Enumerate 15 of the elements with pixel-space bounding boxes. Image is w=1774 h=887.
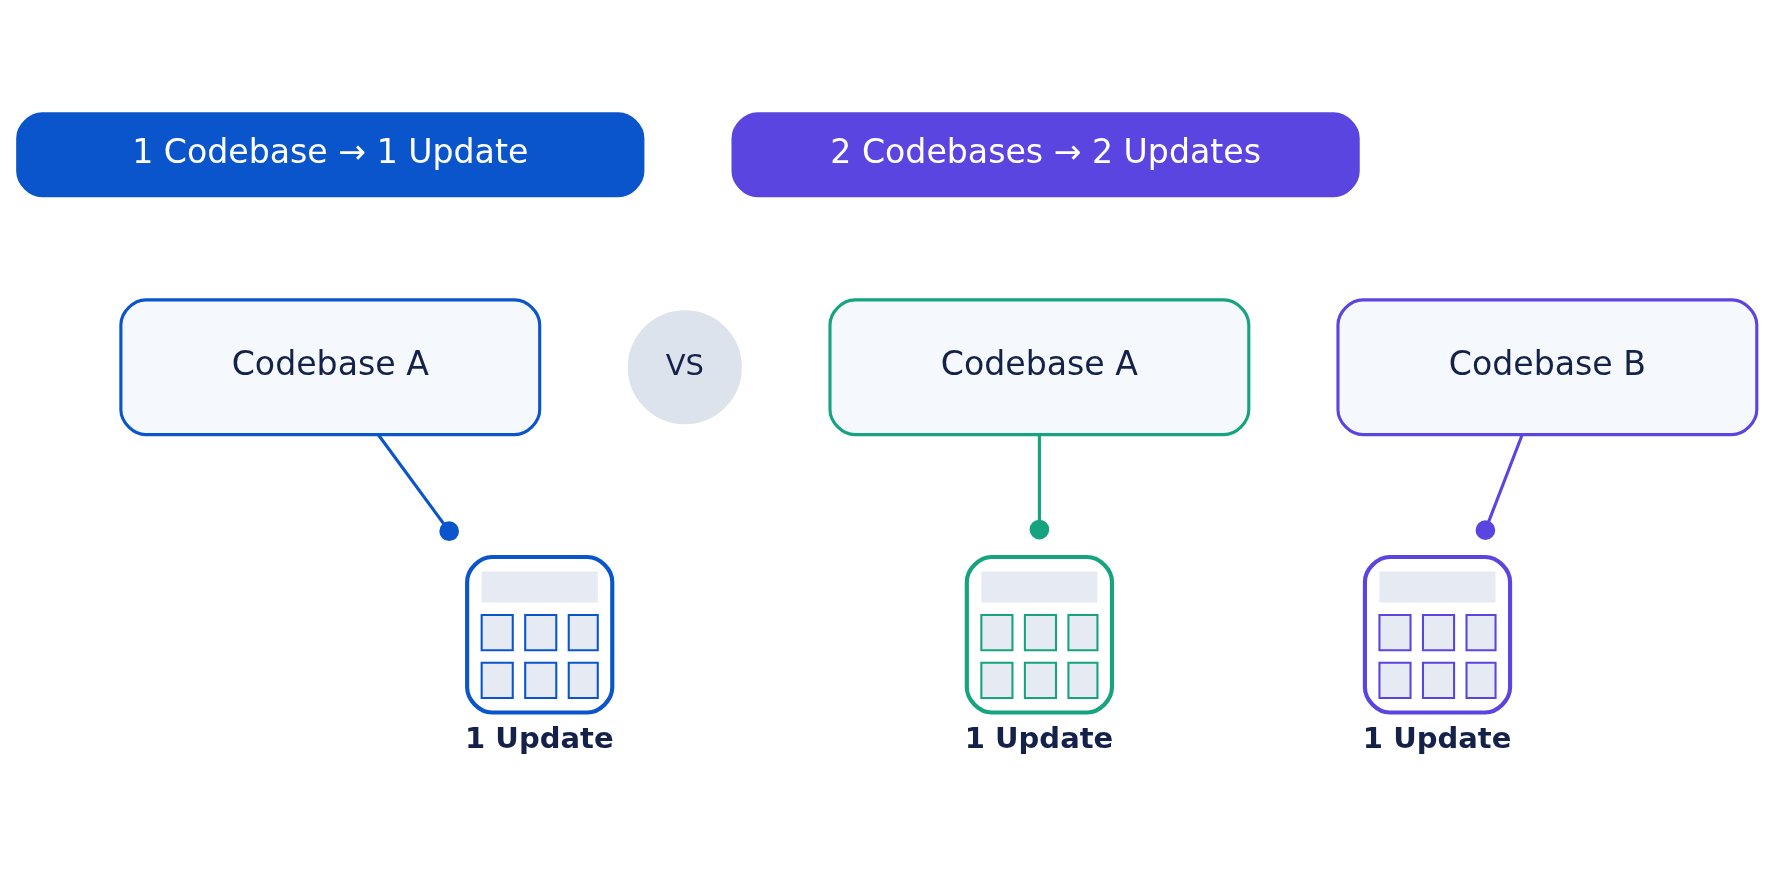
node-label: 1 Update xyxy=(465,720,614,755)
connector xyxy=(377,433,459,541)
node-box: 1 Codebase → 1 Update xyxy=(16,111,645,197)
connector xyxy=(1029,434,1050,539)
node-box: Codebase B xyxy=(1336,297,1759,436)
node-box: 2 Codebases → 2 Updates xyxy=(731,111,1360,197)
node-label: 1 Update xyxy=(1362,720,1512,755)
node-box: Codebase A xyxy=(119,297,542,436)
node-calendar xyxy=(964,554,1115,715)
node-box: Codebase A xyxy=(828,297,1251,436)
connector xyxy=(1475,433,1524,540)
node-circle: VS xyxy=(627,309,742,424)
node-label: 1 Update xyxy=(964,720,1114,755)
node-calendar xyxy=(1362,554,1513,715)
node-calendar xyxy=(465,554,615,715)
